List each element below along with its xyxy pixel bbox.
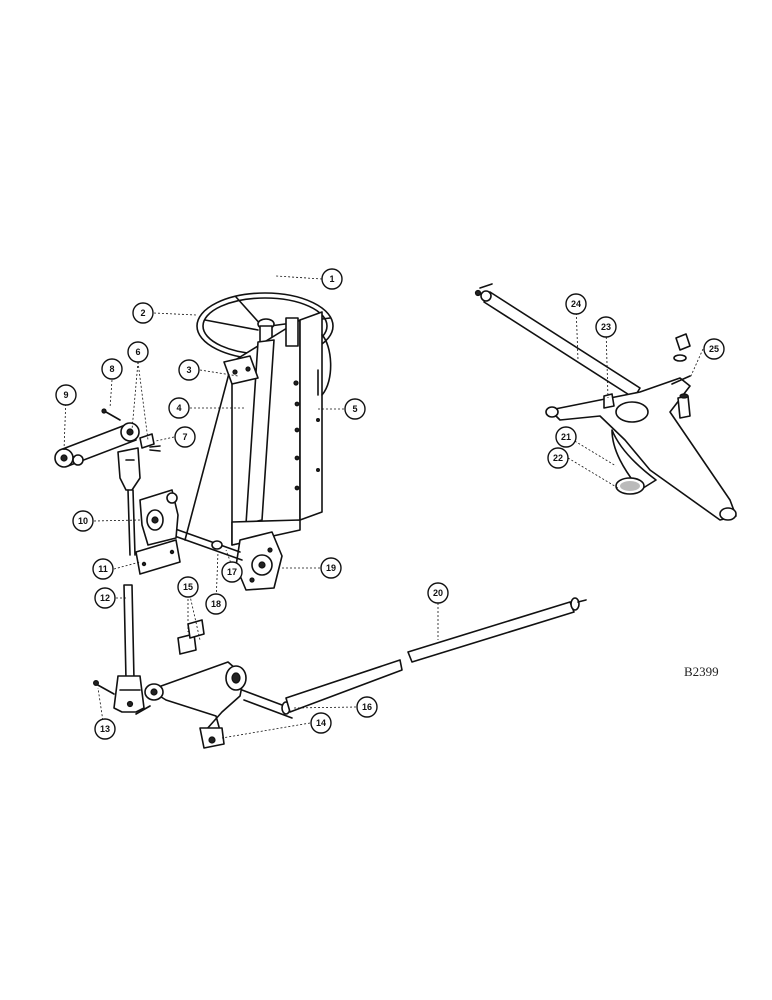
svg-text:14: 14 bbox=[316, 718, 326, 728]
steering-lever-arm bbox=[54, 408, 161, 468]
front-axle-steering-arm bbox=[545, 333, 737, 521]
callout-23: 23 bbox=[595, 316, 617, 338]
callout-8: 8 bbox=[101, 358, 123, 380]
cover-plate bbox=[135, 539, 181, 575]
svg-text:8: 8 bbox=[109, 364, 114, 374]
callout-15: 15 bbox=[177, 576, 199, 598]
svg-text:15: 15 bbox=[183, 582, 193, 592]
svg-text:1: 1 bbox=[329, 274, 334, 284]
reference-code: B2399 bbox=[684, 664, 719, 679]
callout-1: 1 bbox=[321, 268, 343, 290]
bearing-bracket bbox=[139, 489, 179, 546]
callout-24: 24 bbox=[565, 293, 587, 315]
svg-text:6: 6 bbox=[135, 347, 140, 357]
callout-2: 2 bbox=[132, 302, 154, 324]
svg-text:19: 19 bbox=[326, 563, 336, 573]
callout-20: 20 bbox=[427, 582, 449, 604]
callout-4: 4 bbox=[168, 397, 190, 419]
callout-7: 7 bbox=[174, 426, 196, 448]
drag-link bbox=[92, 584, 151, 715]
callout-21: 21 bbox=[555, 426, 577, 448]
svg-text:20: 20 bbox=[433, 588, 443, 598]
svg-text:3: 3 bbox=[186, 365, 191, 375]
callout-3: 3 bbox=[178, 359, 200, 381]
svg-text:24: 24 bbox=[571, 299, 581, 309]
svg-text:2: 2 bbox=[140, 308, 145, 318]
tie-rod bbox=[474, 283, 641, 399]
steering-gear-box bbox=[235, 531, 283, 591]
svg-text:25: 25 bbox=[709, 344, 719, 354]
svg-text:17: 17 bbox=[227, 567, 237, 577]
svg-text:10: 10 bbox=[78, 516, 88, 526]
callout-6: 6 bbox=[127, 341, 149, 363]
callout-13: 13 bbox=[94, 718, 116, 740]
svg-text:11: 11 bbox=[98, 564, 108, 574]
svg-text:13: 13 bbox=[100, 724, 110, 734]
callout-19: 19 bbox=[320, 557, 342, 579]
long-shaft bbox=[285, 597, 587, 713]
svg-text:21: 21 bbox=[561, 432, 571, 442]
callout-18: 18 bbox=[205, 593, 227, 615]
callout-17: 17 bbox=[221, 561, 243, 583]
callout-14: 14 bbox=[310, 712, 332, 734]
lower-steering-lever bbox=[144, 619, 293, 749]
svg-text:23: 23 bbox=[601, 322, 611, 332]
callout-5: 5 bbox=[344, 398, 366, 420]
svg-text:4: 4 bbox=[176, 403, 181, 413]
callout-22: 22 bbox=[547, 447, 569, 469]
svg-text:5: 5 bbox=[352, 404, 357, 414]
svg-text:18: 18 bbox=[211, 599, 221, 609]
callout-9: 9 bbox=[55, 384, 77, 406]
upper-clevis-rod bbox=[117, 447, 141, 556]
svg-text:12: 12 bbox=[100, 593, 110, 603]
svg-text:9: 9 bbox=[63, 390, 68, 400]
callout-11: 11 bbox=[92, 558, 114, 580]
callout-12: 12 bbox=[94, 587, 116, 609]
svg-text:16: 16 bbox=[362, 702, 372, 712]
callout-16: 16 bbox=[356, 696, 378, 718]
callout-10: 10 bbox=[72, 510, 94, 532]
callout-25: 25 bbox=[703, 338, 725, 360]
svg-text:7: 7 bbox=[182, 432, 187, 442]
svg-text:22: 22 bbox=[553, 453, 563, 463]
